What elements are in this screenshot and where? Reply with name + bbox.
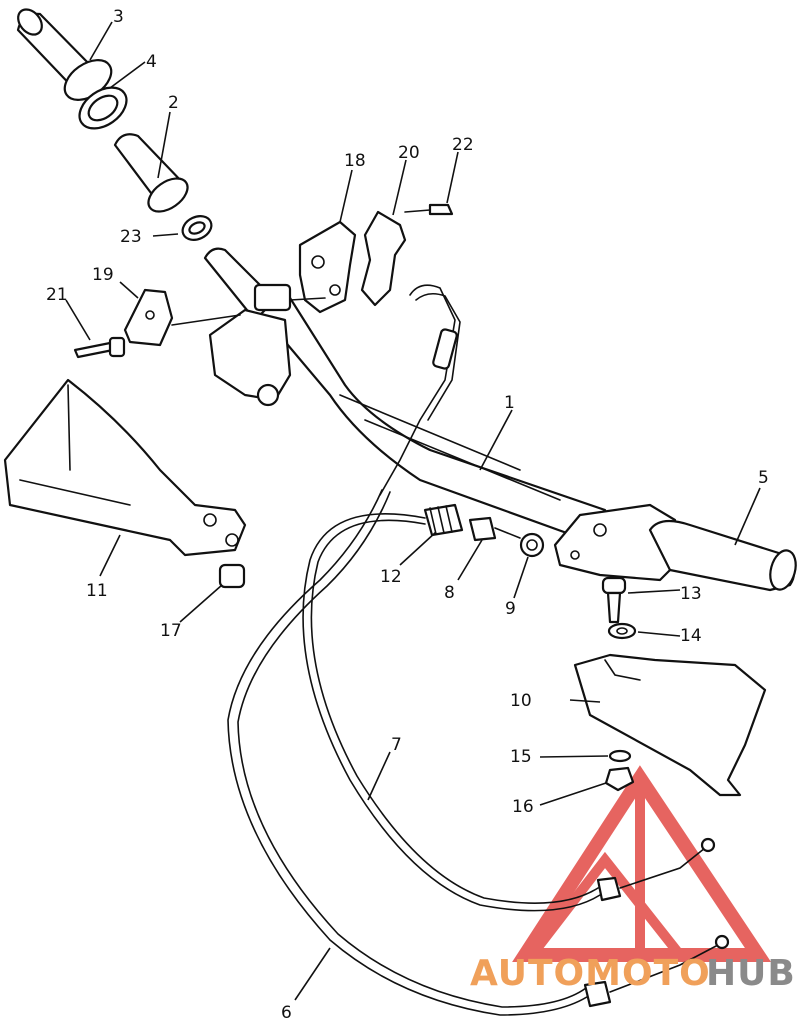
nut-17	[218, 563, 246, 589]
callout-8: 8	[444, 583, 455, 603]
callout-4: 4	[146, 52, 157, 72]
callout-5: 5	[758, 468, 769, 488]
callout-10: 10	[510, 691, 532, 711]
callout-labels: 1 2 3 4 5 6 7 8 9 10 11 12 13 14 15 16 1…	[46, 7, 769, 1023]
callout-7: 7	[391, 735, 402, 755]
washer-15	[608, 749, 632, 763]
cable-6	[227, 489, 730, 1016]
cable-7	[302, 513, 716, 912]
leader-lines	[65, 21, 761, 1001]
callout-20: 20	[398, 143, 420, 163]
callout-9: 9	[505, 599, 516, 619]
watermark-text: AUTOMOTO HUB	[470, 953, 796, 994]
callout-18: 18	[344, 151, 366, 171]
right-housing	[553, 503, 797, 592]
callout-12: 12	[380, 567, 402, 587]
bolt-22	[404, 203, 454, 216]
lever-holder-18	[289, 220, 357, 314]
lever-20	[360, 210, 407, 307]
throttle-grip-2	[113, 133, 189, 213]
callout-17: 17	[160, 621, 182, 641]
handlebar	[248, 288, 607, 547]
callout-11: 11	[86, 581, 108, 601]
bar-end-left	[203, 247, 292, 407]
collar-23	[181, 215, 213, 241]
clamp-19	[123, 288, 174, 347]
collar-4	[78, 86, 128, 130]
callout-23: 23	[120, 227, 142, 247]
cable-upper	[379, 284, 461, 496]
callout-1: 1	[504, 393, 515, 413]
callout-13: 13	[680, 584, 702, 604]
washer-14	[607, 622, 637, 640]
handguard-10	[573, 653, 767, 797]
callout-2: 2	[168, 93, 179, 113]
grip-3	[16, 8, 113, 101]
callout-6: 6	[281, 1003, 292, 1023]
callout-15: 15	[510, 747, 532, 767]
bolt-13	[601, 576, 627, 624]
nut-16	[604, 766, 635, 792]
callout-3: 3	[113, 7, 124, 27]
callout-16: 16	[512, 797, 534, 817]
callout-14: 14	[680, 626, 702, 646]
callout-22: 22	[452, 135, 474, 155]
screw-21	[73, 314, 241, 359]
watermark-text-b: HUB	[706, 953, 796, 994]
callout-19: 19	[92, 265, 114, 285]
watermark-text-a: AUTOMOTO	[470, 953, 711, 994]
nut-9	[519, 532, 545, 558]
watermark-logo	[512, 765, 772, 962]
callout-21: 21	[46, 285, 68, 305]
handguard-11	[3, 378, 247, 557]
adjuster-12	[423, 503, 464, 537]
nut-8	[468, 516, 521, 542]
